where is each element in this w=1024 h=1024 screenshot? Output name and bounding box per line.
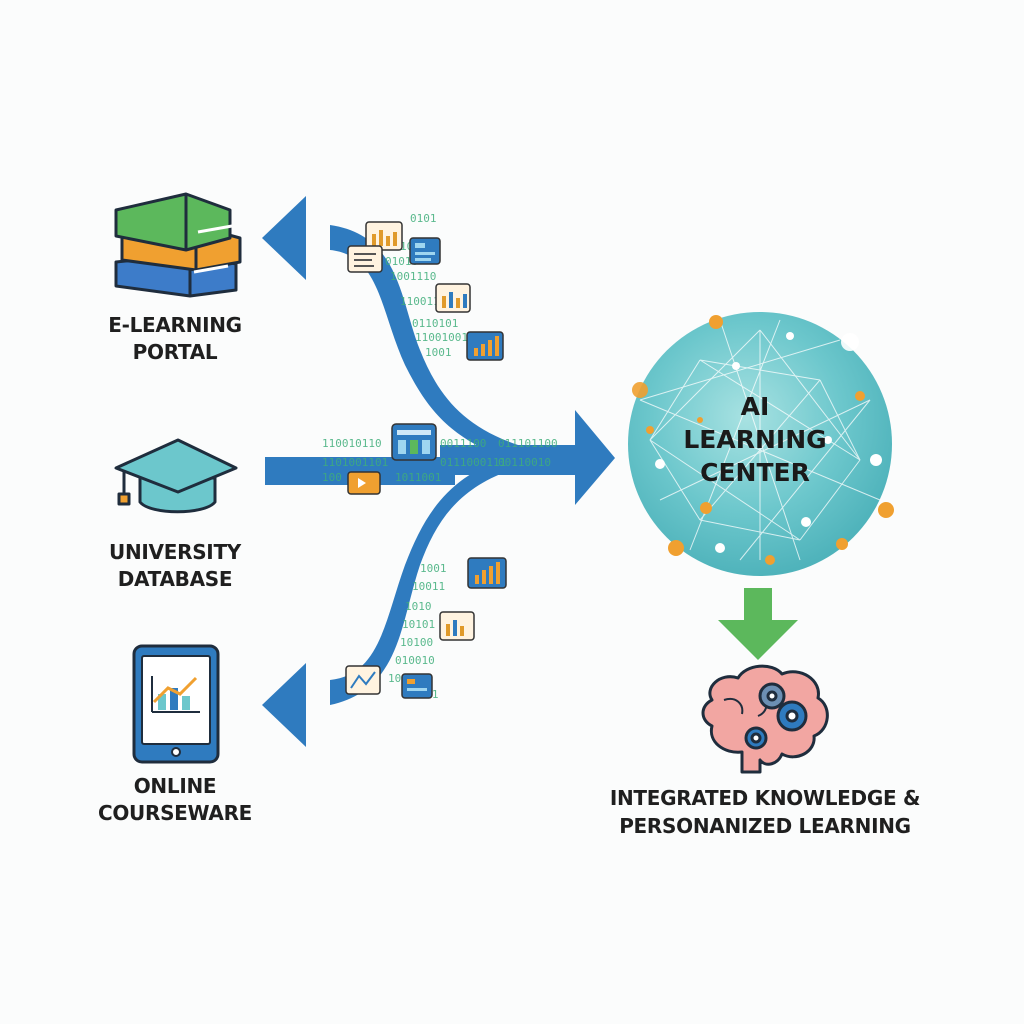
binary-digits: 011101100	[498, 437, 558, 450]
binary-stream-bottom: 1001 10011 1010 10101 10100 010010 1001 …	[388, 562, 447, 701]
dashboard-card-icon	[401, 673, 433, 699]
source-label-line: ONLINE	[133, 774, 217, 798]
binary-digits: 0011100	[440, 437, 486, 450]
books-stack-icon	[114, 192, 242, 298]
network-nodes	[632, 315, 894, 565]
flow-arrow-top	[330, 225, 560, 470]
neural-network-sphere	[628, 312, 894, 576]
video-card-icon	[347, 471, 381, 495]
flow-arrowhead-top	[262, 196, 306, 280]
source-label-university-database: UNIVERSITY DATABASE	[80, 539, 270, 593]
binary-digits: 1001	[420, 562, 447, 575]
binary-digits: 11001001	[415, 331, 468, 344]
bar-chart-card-icon	[365, 221, 403, 251]
source-label-line: COURSEWARE	[97, 801, 253, 825]
growth-chart-card-icon	[466, 331, 504, 361]
growth-chart-card-icon	[467, 557, 507, 589]
center-label-line: AI	[740, 392, 770, 421]
binary-digits: 10011	[412, 580, 445, 593]
center-label-line: LEARNING	[683, 425, 827, 454]
source-label-online-courseware: ONLINE COURSEWARE	[70, 773, 280, 827]
graduation-cap-icon	[114, 438, 238, 514]
bar-chart-card-icon	[439, 611, 475, 641]
output-arrow	[718, 588, 798, 660]
binary-digits: 1100111	[400, 295, 446, 308]
binary-digits: 1010	[405, 600, 432, 613]
binary-stream-middle: 110010110 0011100 011101100 1101001101 0…	[322, 437, 558, 484]
binary-digits: 1001	[425, 346, 452, 359]
binary-digits: 10100	[400, 636, 433, 649]
browser-window-card-icon	[391, 423, 437, 461]
data-cards	[345, 221, 507, 699]
ai-learning-center-label: AI LEARNING CENTER	[680, 390, 830, 489]
source-label-line: UNIVERSITY	[109, 540, 241, 564]
flow-arrowhead-bottom	[262, 663, 306, 747]
flow-arrow-bottom	[330, 445, 560, 705]
binary-digits: 1101001101	[322, 456, 388, 469]
binary-digits: 1011001	[395, 471, 441, 484]
binary-digits: 00110010	[498, 456, 551, 469]
bar-chart-card-icon	[435, 283, 471, 313]
flow-arrows	[262, 196, 615, 747]
outcome-label-line: PERSONANIZED LEARNING	[619, 814, 911, 838]
binary-digits: 0110101	[412, 317, 458, 330]
center-label-line: CENTER	[700, 458, 810, 487]
binary-digits: 1001110	[390, 270, 436, 283]
source-label-e-learning-portal: E-LEARNING PORTAL	[80, 312, 270, 366]
network-links	[639, 319, 881, 561]
source-label-line: DATABASE	[117, 567, 233, 591]
line-chart-card-icon	[345, 665, 381, 695]
source-label-line: PORTAL	[132, 340, 218, 364]
brain-gears-icon	[701, 664, 829, 774]
outcome-label-line: INTEGRATED KNOWLEDGE &	[609, 786, 921, 810]
dashboard-card-icon	[409, 237, 441, 265]
binary-digits: 010010	[395, 654, 435, 667]
flow-arrow-merge	[440, 445, 580, 475]
binary-digits: 100	[322, 471, 342, 484]
binary-digits: 10101	[402, 618, 435, 631]
text-card-icon	[347, 245, 383, 273]
tablet-chart-icon	[132, 644, 220, 764]
binary-digits: 0111000111	[440, 456, 506, 469]
binary-digits: 0101	[410, 212, 437, 225]
flow-arrowhead-right	[575, 410, 615, 505]
source-label-line: E-LEARNING	[108, 313, 242, 337]
outcome-label: INTEGRATED KNOWLEDGE & PERSONANIZED LEAR…	[590, 784, 940, 840]
binary-digits: 110010110	[322, 437, 382, 450]
